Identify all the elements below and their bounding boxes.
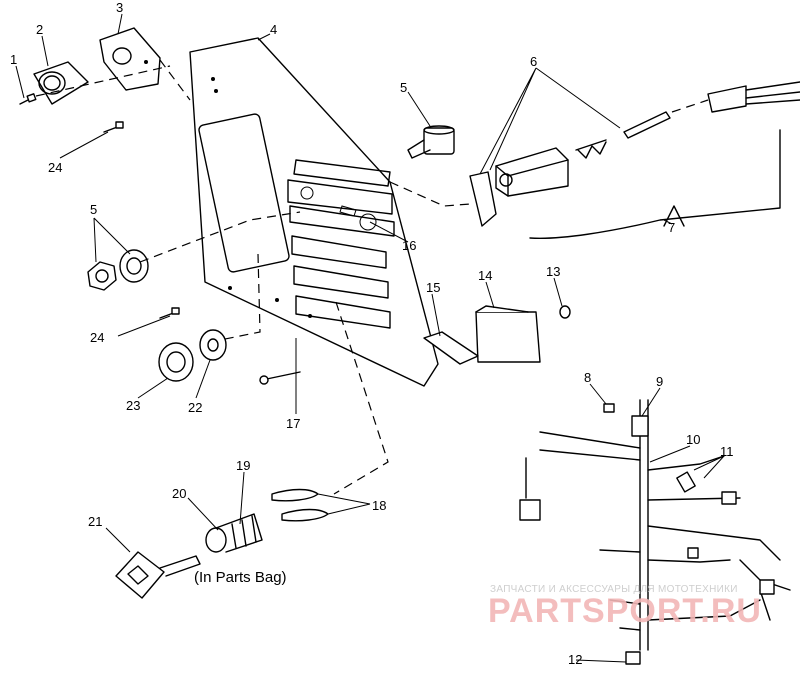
ignition-switch — [205, 513, 263, 553]
callout-6: 6 — [530, 54, 537, 69]
callout-15: 15 — [426, 280, 440, 295]
callout-22: 22 — [188, 400, 202, 415]
callout-11: 11 — [720, 444, 734, 459]
callout-8: 8 — [584, 370, 591, 385]
screw-24-top — [103, 121, 124, 133]
callout-2: 2 — [36, 22, 43, 37]
screw-24-bottom — [159, 307, 180, 319]
lock-nut — [158, 342, 194, 382]
parts-bag-note: (In Parts Bag) — [194, 569, 287, 586]
screw-17 — [259, 371, 301, 385]
switch-nut-pair — [87, 249, 149, 291]
callout-13: 13 — [546, 264, 560, 279]
wire-harness — [519, 399, 791, 665]
callout-18: 18 — [372, 498, 386, 513]
toggle-switch — [407, 125, 455, 159]
dashed-leader-fuse — [333, 301, 389, 495]
dashed-leader-assembly — [389, 181, 471, 207]
callout-10: 10 — [686, 432, 700, 447]
mounting-bracket — [99, 27, 161, 91]
callout-24-bottom: 24 — [90, 330, 104, 345]
nut-13 — [559, 305, 571, 319]
dashed-leader-washer — [219, 253, 261, 341]
screw-1 — [19, 93, 37, 105]
callout-1: 1 — [10, 52, 17, 67]
callout-21: 21 — [88, 514, 102, 529]
callout-19: 19 — [236, 458, 250, 473]
fuse-pair — [271, 488, 329, 522]
watermark: ЗАПЧАСТИ И АКСЕССУАРЫ ДЛЯ МОТОТЕХНИКИ PA… — [488, 584, 762, 630]
dashed-leader-switch — [139, 211, 301, 263]
callout-7: 7 — [668, 220, 675, 235]
callout-3: 3 — [116, 0, 123, 15]
leader-dash-2 — [159, 59, 191, 101]
callout-24-top: 24 — [48, 160, 62, 175]
callout-23: 23 — [126, 398, 140, 413]
callout-5-nuts: 5 — [90, 202, 97, 217]
dash-panel — [189, 37, 439, 387]
callout-12: 12 — [568, 652, 582, 667]
callout-16: 16 — [402, 238, 416, 253]
callout-labels: 1 2 3 4 5 6 7 24 5 16 24 15 14 13 23 22 … — [10, 0, 734, 667]
leader-lines — [15, 13, 725, 663]
washer — [199, 329, 227, 361]
watermark-brand: PARTSPORT.RU — [488, 592, 762, 630]
switch-assembly — [469, 81, 800, 239]
bracket-15 — [423, 331, 479, 365]
callout-20: 20 — [172, 486, 186, 501]
leader-dash-1 — [35, 65, 171, 97]
bracket-14 — [475, 305, 541, 363]
callout-4: 4 — [270, 22, 277, 37]
callout-14: 14 — [478, 268, 492, 283]
callout-5-switch: 5 — [400, 80, 407, 95]
watermark-subtitle: ЗАПЧАСТИ И АКСЕССУАРЫ ДЛЯ МОТОТЕХНИКИ — [490, 584, 738, 595]
ignition-key — [115, 551, 201, 599]
callout-17: 17 — [286, 416, 300, 431]
gauge-bezel — [33, 61, 89, 105]
callout-9: 9 — [656, 374, 663, 389]
